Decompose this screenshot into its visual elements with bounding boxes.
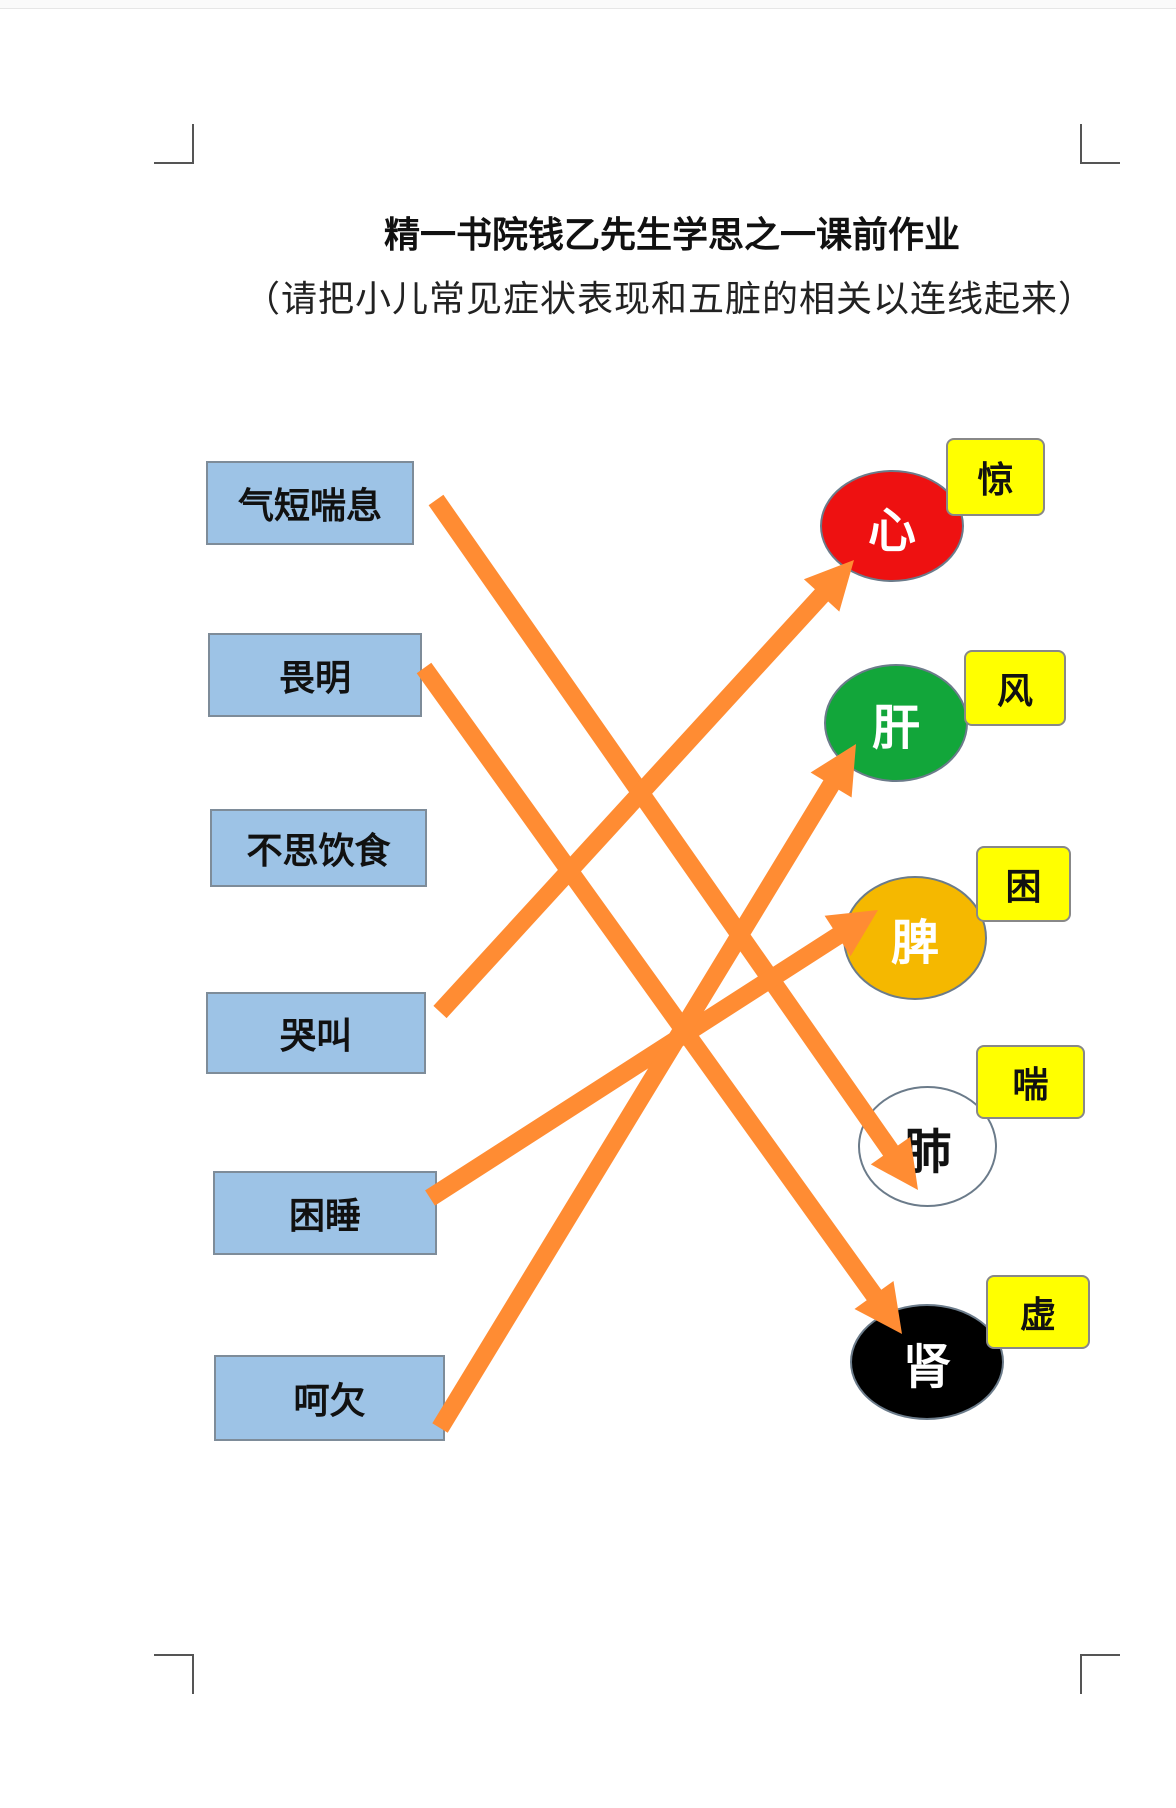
arrow-to-kidney [416, 662, 902, 1334]
organ-label: 肾 [902, 1339, 951, 1395]
tag-label: 困 [1005, 867, 1042, 908]
tag-label: 风 [996, 671, 1033, 712]
page-instruction: （请把小儿常见症状表现和五脏的相关以连线起来） [244, 279, 1096, 320]
organ-kidney: 肾 [850, 1304, 1004, 1420]
organ-tag-fright: 惊 [946, 438, 1045, 516]
crop-mark-bottom-right [1080, 1654, 1120, 1694]
arrow-to-liver [432, 744, 856, 1433]
viewer-top-bar [0, 0, 1176, 9]
symptom-box-shortness-of-breath: 气短喘息 [206, 461, 414, 545]
symptom-box-crying: 哭叫 [206, 992, 426, 1074]
symptom-label: 困睡 [288, 1196, 361, 1237]
crop-mark-top-right [1080, 124, 1120, 164]
symptom-label: 哭叫 [279, 1016, 352, 1057]
symptom-label: 不思饮食 [246, 831, 391, 872]
organ-tag-deficiency: 虚 [986, 1275, 1090, 1349]
organ-heart: 心 [820, 470, 964, 582]
organ-label: 脾 [890, 915, 939, 971]
symptom-box-yawning: 呵欠 [214, 1355, 445, 1441]
tag-label: 惊 [977, 460, 1014, 501]
organ-tag-sleepy: 困 [976, 846, 1071, 922]
symptom-label: 畏明 [278, 658, 351, 699]
arrow-to-lung [428, 494, 918, 1190]
crop-mark-top-left [154, 124, 194, 164]
organ-tag-pant: 喘 [976, 1045, 1085, 1119]
symptom-box-drowsiness: 困睡 [213, 1171, 437, 1255]
organ-label: 心 [867, 503, 916, 559]
organ-label: 肝 [871, 700, 920, 756]
organ-lung: 肺 [858, 1086, 997, 1207]
symptom-box-loss-of-appetite: 不思饮食 [210, 809, 427, 887]
organ-spleen: 脾 [843, 876, 987, 1000]
tag-label: 虚 [1019, 1295, 1056, 1336]
symptom-label: 呵欠 [293, 1381, 366, 1422]
tag-label: 喘 [1012, 1065, 1049, 1106]
arrow-to-spleen [425, 910, 878, 1206]
symptom-box-photophobia: 畏明 [208, 633, 422, 717]
symptom-label: 气短喘息 [237, 486, 382, 527]
crop-mark-bottom-left [154, 1654, 194, 1694]
page-title: 精一书院钱乙先生学思之一课前作业 [384, 215, 961, 256]
organ-tag-wind: 风 [964, 650, 1066, 726]
arrow-to-heart [433, 560, 854, 1019]
